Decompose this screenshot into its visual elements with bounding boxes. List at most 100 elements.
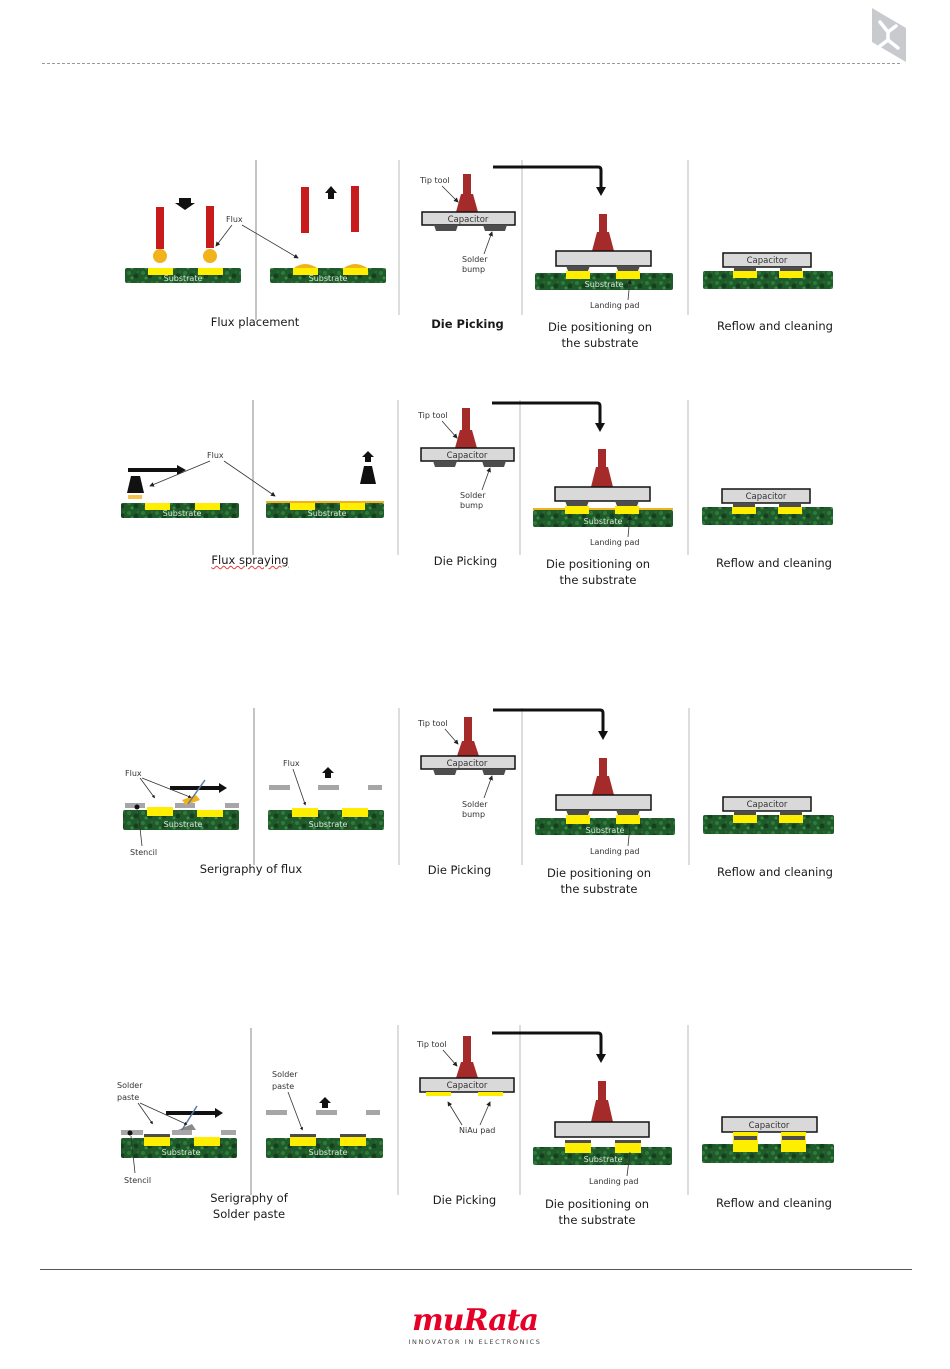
landing-pad bbox=[198, 268, 223, 275]
solder-bump bbox=[616, 266, 640, 271]
stencil-label: Stencil bbox=[130, 848, 157, 857]
flux-pin bbox=[156, 207, 164, 249]
solder-bump-label: Solder bbox=[462, 255, 488, 264]
capacitor bbox=[555, 794, 652, 811]
tip-tool bbox=[455, 430, 477, 448]
caption-line: the substrate bbox=[560, 882, 638, 896]
leader-line bbox=[626, 1151, 631, 1177]
solder-paste-stencil-lifted: Substrate Solder paste bbox=[266, 1070, 383, 1158]
tip-tool-label: Tip tool bbox=[417, 411, 448, 420]
leader-line bbox=[479, 1101, 491, 1126]
landing-pad bbox=[292, 808, 318, 817]
right-arrow-icon bbox=[177, 465, 186, 475]
pointer-dot bbox=[134, 804, 140, 810]
solder-joint bbox=[782, 1136, 805, 1140]
flux-label: Flux bbox=[207, 451, 224, 460]
solder-bump bbox=[433, 461, 457, 467]
landing-pad bbox=[781, 1144, 806, 1152]
flux-pin bbox=[206, 206, 214, 248]
capacitor bbox=[722, 796, 812, 812]
substrate bbox=[702, 1144, 834, 1163]
stencil bbox=[366, 1110, 380, 1115]
landing-pad bbox=[733, 271, 757, 278]
flux-stencil-printing: Substrate Flux Stencil bbox=[123, 769, 239, 857]
leader-line bbox=[483, 775, 493, 799]
solder-paste-label: Solder bbox=[117, 1081, 143, 1090]
stencil bbox=[316, 1110, 337, 1115]
substrate bbox=[703, 815, 834, 834]
tip-tool bbox=[463, 1036, 471, 1062]
tip-tool-label: Tip tool bbox=[417, 719, 448, 728]
step-caption: Serigraphy of flux bbox=[199, 862, 303, 876]
stencil bbox=[225, 803, 239, 808]
leader-line bbox=[442, 1049, 458, 1067]
step-caption: Die Picking bbox=[427, 863, 492, 877]
step-caption: Reflow and cleaning bbox=[717, 865, 833, 879]
tip-tool bbox=[462, 408, 470, 430]
stencil bbox=[172, 1130, 192, 1135]
substrate bbox=[703, 271, 833, 289]
capacitor-label: Capacitor bbox=[448, 215, 489, 225]
step-caption: Die Picking bbox=[431, 317, 504, 331]
up-arrow-icon bbox=[322, 767, 334, 778]
step-caption: Die Picking bbox=[432, 1193, 497, 1207]
leader-line bbox=[139, 1102, 188, 1125]
landing-pad bbox=[565, 1143, 591, 1153]
tip-tool bbox=[591, 1100, 613, 1122]
landing-pad bbox=[779, 815, 803, 823]
landing-pad bbox=[194, 1137, 220, 1146]
tip-tool bbox=[457, 741, 479, 756]
tip-tool-label: Tip tool bbox=[416, 1040, 447, 1049]
right-arrow-icon bbox=[219, 783, 227, 793]
solder-bump bbox=[482, 461, 506, 467]
substrate-label: Substrate bbox=[163, 509, 202, 518]
landing-pad bbox=[290, 503, 315, 510]
leader-line bbox=[141, 777, 192, 798]
step-caption: Reflow and cleaning bbox=[716, 1196, 832, 1210]
leader-line bbox=[137, 1102, 153, 1125]
leader-line bbox=[130, 1135, 136, 1174]
squeegee bbox=[181, 1105, 198, 1131]
solder-joint bbox=[780, 267, 802, 271]
flux-droplet bbox=[203, 249, 217, 263]
solder-paste-label: paste bbox=[117, 1093, 139, 1102]
flux-sprayer-moving: Substrate Flux bbox=[121, 451, 276, 518]
landing-pad bbox=[343, 268, 368, 275]
reflow-result: Capacitor bbox=[703, 796, 834, 834]
capacitor bbox=[555, 250, 652, 267]
document-tab-icon bbox=[872, 8, 906, 62]
solder-paste-deposit bbox=[290, 1134, 316, 1137]
down-arrow-icon bbox=[596, 1054, 606, 1063]
capacitor bbox=[554, 1121, 650, 1138]
landing-pad bbox=[195, 503, 220, 510]
footer-divider bbox=[40, 1269, 912, 1270]
landing-pad bbox=[733, 815, 757, 823]
solder-bump-label: bump bbox=[462, 265, 485, 274]
leader-line bbox=[241, 224, 299, 259]
substrate-label: Substrate bbox=[586, 826, 625, 835]
leader-line bbox=[441, 420, 458, 439]
substrate-label: Substrate bbox=[308, 509, 347, 518]
capacitor-label: Capacitor bbox=[746, 492, 787, 502]
solder-bump bbox=[434, 225, 458, 231]
tip-tool bbox=[598, 1081, 606, 1100]
spray-nozzle bbox=[127, 476, 144, 493]
landing-pad bbox=[565, 506, 589, 514]
flux-pins-up: Substrate bbox=[270, 186, 386, 283]
caption-line: Solder paste bbox=[212, 1207, 286, 1221]
flux-layer bbox=[266, 501, 384, 503]
capacitor bbox=[722, 252, 812, 268]
capacitor bbox=[721, 1116, 818, 1133]
landing-pad bbox=[197, 810, 223, 817]
substrate-label: Substrate bbox=[164, 274, 203, 283]
landing-pad bbox=[293, 268, 318, 275]
stencil bbox=[266, 1110, 287, 1115]
stencil-label: Stencil bbox=[124, 1176, 151, 1185]
substrate bbox=[702, 507, 833, 525]
die-picking: Capacitor Tip tool Solder bump bbox=[417, 717, 516, 819]
leader-line bbox=[292, 768, 306, 806]
landing-pad bbox=[144, 1137, 170, 1146]
landing-pad bbox=[616, 271, 640, 279]
solder-bump bbox=[566, 266, 590, 271]
landing-pad bbox=[733, 1144, 758, 1152]
